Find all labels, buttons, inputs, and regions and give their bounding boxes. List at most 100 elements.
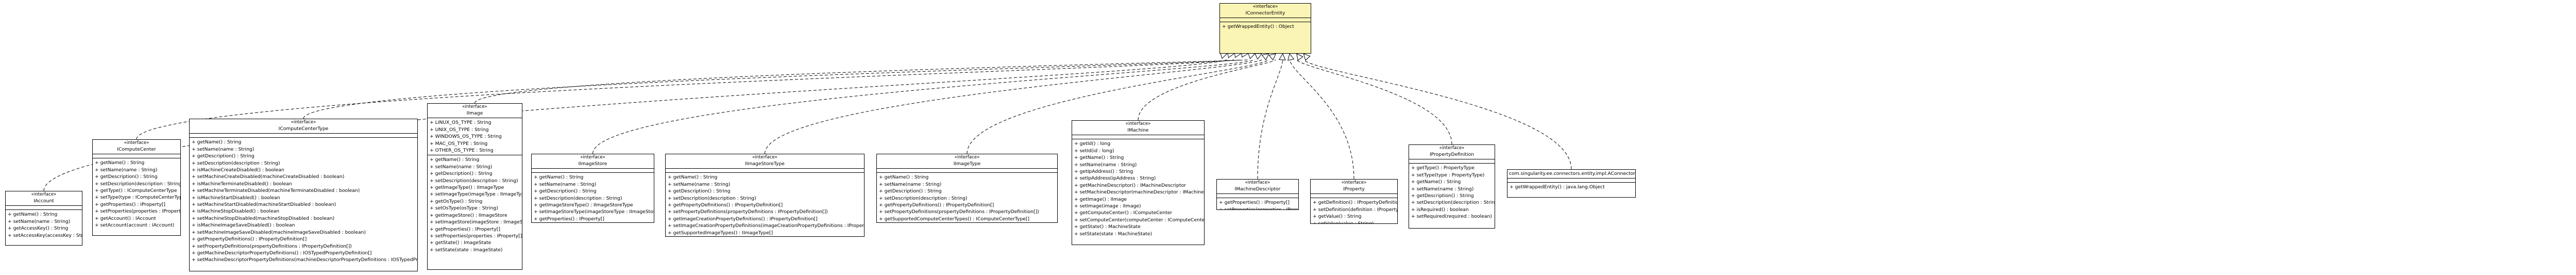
class-name: IMachineDescriptor — [1234, 186, 1281, 192]
method-line: + getValue() : String — [1313, 214, 1362, 220]
class-methods: + getWrappedEntity() : java.lang.Object — [1507, 183, 1635, 191]
method-line: + getPropertyDefinitions() : IPropertyDe… — [192, 236, 307, 242]
method-line: + getDefinition() : IPropertyDefinition — [1313, 200, 1398, 206]
class-stereotype: «interface» — [954, 155, 980, 160]
class-fields: + LINUX_OS_TYPE : String+ UNIX_OS_TYPE :… — [428, 118, 522, 156]
realization-line-imachine-descriptor — [1257, 59, 1283, 180]
method-line: + setName(name : String) — [1074, 161, 1137, 168]
method-line: + getOsType() : String — [430, 198, 483, 204]
method-line: + setName(name : String) — [8, 218, 71, 224]
method-line: + setDescription(description : String) — [192, 160, 280, 166]
method-line: + setType(type : IComputeCenterType) — [95, 195, 181, 201]
method-line: + getComputeCenter() : IComputeCenter — [1074, 210, 1173, 216]
field-line: + WINDOWS_OS_TYPE : String — [430, 134, 502, 140]
class-name: IImage — [466, 110, 483, 116]
method-line: + setIpAddress(ipAddress : String) — [1074, 175, 1156, 182]
method-line: + getImageCreationPropertyDefinitions() … — [668, 216, 818, 222]
method-line: + getType() : IComputeCenterType — [95, 188, 177, 194]
realization-line-imachine — [1138, 59, 1276, 121]
class-stereotype: «interface» — [580, 155, 605, 160]
class-header: «interface»IAccount — [6, 191, 82, 206]
class-box-imachine-descriptor[interactable]: «interface»IMachineDescriptor+ getProper… — [1216, 179, 1299, 210]
method-line: + setType(type : PropertyType) — [1411, 172, 1485, 178]
method-line: + setId(id : long) — [1074, 148, 1114, 154]
method-line: + setDefinition(definition : IPropertyDe… — [1313, 206, 1397, 213]
method-line: + getDescription() : String — [534, 188, 597, 195]
method-line: + setName(name : String) — [192, 146, 255, 152]
method-line: + isMachineCreateDisabled() : boolean — [192, 167, 284, 173]
class-stereotype: «interface» — [1439, 145, 1465, 151]
class-fields — [6, 206, 82, 211]
class-name: IConnectorEntity — [1245, 10, 1285, 16]
class-box-imachine[interactable]: «interface»IMachine+ getId() : long+ set… — [1072, 120, 1205, 245]
method-line: + getName() : String — [192, 139, 242, 145]
realization-arrowhead-imachine — [1268, 53, 1277, 61]
method-line: + setAccessKey(accessKey : String) — [8, 232, 82, 238]
method-line: + getDescription() : String — [1411, 193, 1474, 199]
method-line: + getDescription() : String — [192, 153, 255, 159]
class-box-icompute-center[interactable]: «interface»IComputeCenter + getName() : S… — [92, 139, 181, 236]
class-box-iimage[interactable]: «interface»IImage+ LINUX_OS_TYPE : Strin… — [427, 103, 522, 270]
class-header: com.singularity.ee.connectors.entity.imp… — [1507, 170, 1635, 179]
class-box-iimage-store[interactable]: «interface»IImageStore+ getName() : Stri… — [531, 154, 654, 223]
realization-line-iproperty-definition — [1296, 59, 1452, 145]
method-line: + getProperties() : IProperty[] — [534, 216, 604, 222]
method-line: + setMachineImageSaveDisabled(machineIma… — [192, 229, 366, 235]
method-line: + setName(name : String) — [879, 181, 942, 187]
class-stereotype: «interface» — [31, 192, 57, 197]
method-line: + setPropertyDefinitions(propertyDefinit… — [192, 243, 352, 249]
class-box-iimage-store-type[interactable]: «interface»IImageStoreType + getName() : … — [665, 154, 865, 237]
realization-arrowhead-iimage-type — [1261, 53, 1269, 61]
class-box-aconnector-entity[interactable]: com.singularity.ee.connectors.entity.imp… — [1507, 169, 1636, 198]
class-fields — [1409, 159, 1495, 164]
class-box-iaccount[interactable]: «interface»IAccount+ getName() : String+… — [5, 191, 82, 246]
class-name: IComputeCenterType — [278, 126, 329, 132]
class-header: «interface»IImageStore — [532, 154, 654, 169]
method-line: + getDescription() : String — [879, 188, 942, 195]
method-line: + setOsType(osType : String) — [430, 205, 498, 212]
method-line: + getWrappedEntity() : java.lang.Object — [1510, 184, 1605, 190]
method-line: + setDescription(description : String) — [668, 195, 756, 201]
method-line: + getType() : PropertyType — [1411, 165, 1475, 171]
class-methods: + getType() : PropertyType+ setType(type… — [1409, 164, 1495, 221]
class-stereotype: «interface» — [1125, 121, 1151, 126]
method-line: + getName() : String — [1074, 155, 1124, 161]
method-line: + getAccessKey() : String — [8, 225, 69, 232]
class-box-icompute-center-type[interactable]: «interface»IComputeCenterType+ getName()… — [189, 119, 418, 271]
method-line: + isRequired() : boolean — [1411, 206, 1469, 213]
method-line: + getProperties() : IProperty[] — [1219, 200, 1290, 206]
class-name: IImageType — [953, 161, 981, 167]
method-line: + setProperties(properties : IProperty[]… — [1219, 206, 1298, 210]
method-line: + setPropertyDefinitions(propertyDefinit… — [668, 209, 828, 215]
class-header: «interface»IConnectorEntity — [1220, 4, 1311, 19]
class-box-iconnector-entity[interactable]: «interface»IConnectorEntity + getWrappedE… — [1219, 3, 1311, 54]
class-box-iimage-type[interactable]: «interface»IImageType+ getName() : Strin… — [876, 154, 1058, 223]
method-line: + getWrappedEntity() : Object — [1222, 24, 1294, 30]
method-line: + setDescription(description : String) — [879, 195, 968, 201]
class-name: IImageStoreType — [745, 161, 785, 167]
class-header: «interface»IProperty — [1311, 180, 1397, 195]
method-line: + getPropertyDefinitions() : IPropertyDe… — [879, 202, 994, 208]
method-line: + setState(state : MachineState) — [1074, 231, 1153, 237]
class-methods: + getName() : String+ setName(name : Str… — [93, 158, 180, 230]
class-header: «interface»IComputeCenter — [93, 140, 180, 155]
method-line: + setImageCreationPropertyDefinitions(im… — [668, 223, 865, 229]
method-line: + setName(name : String) — [430, 164, 493, 170]
class-name: IImageStore — [578, 161, 607, 167]
method-line: + getName() : String — [668, 174, 718, 181]
class-box-iproperty-definition[interactable]: «interface»IPropertyDefinition+ getType(… — [1409, 144, 1495, 229]
class-fields — [532, 169, 654, 173]
method-line: + setImageStoreType(imageStoreType : IIm… — [534, 209, 654, 215]
method-line: + setAccount(account : IAccount) — [95, 222, 175, 229]
method-line: + getProperties() : IProperty[] — [95, 201, 165, 207]
method-line: + getSupportedComputeCenterTypes() : ICo… — [879, 216, 1030, 222]
class-header: «interface»IImageType — [877, 154, 1057, 169]
method-line: + getImageStoreType() : IImageStoreType — [534, 202, 633, 208]
class-box-iproperty[interactable]: «interface»IProperty + getDefinition() : … — [1310, 179, 1398, 224]
method-line: + setSupportedComputeCenterTypes(support… — [879, 222, 1055, 223]
method-line: + setName(name : String) — [668, 181, 731, 187]
method-line: + getState() : MachineState — [1074, 224, 1141, 230]
field-line: + OTHER_OS_TYPE : String — [430, 148, 494, 154]
method-line: + setMachineTerminateDisabled(machineTer… — [192, 188, 360, 194]
class-stereotype: «interface» — [752, 155, 777, 160]
